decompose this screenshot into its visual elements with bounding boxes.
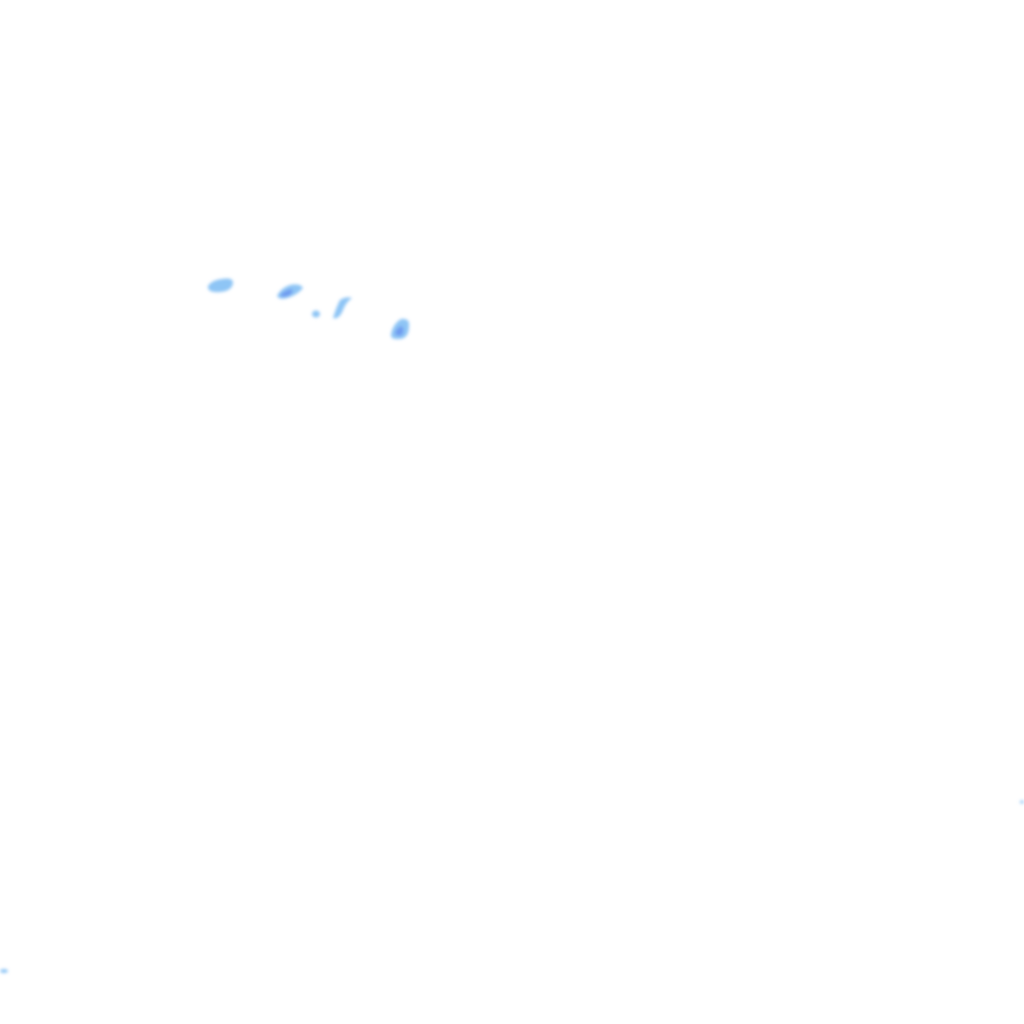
- precip-cell: [390, 318, 410, 340]
- precip-cell: [207, 278, 233, 293]
- precip-cell: [277, 284, 303, 299]
- precip-cell: [1020, 800, 1024, 804]
- precip-cell: [312, 310, 320, 318]
- precip-cell: [333, 297, 352, 319]
- precip-cell: [0, 969, 8, 973]
